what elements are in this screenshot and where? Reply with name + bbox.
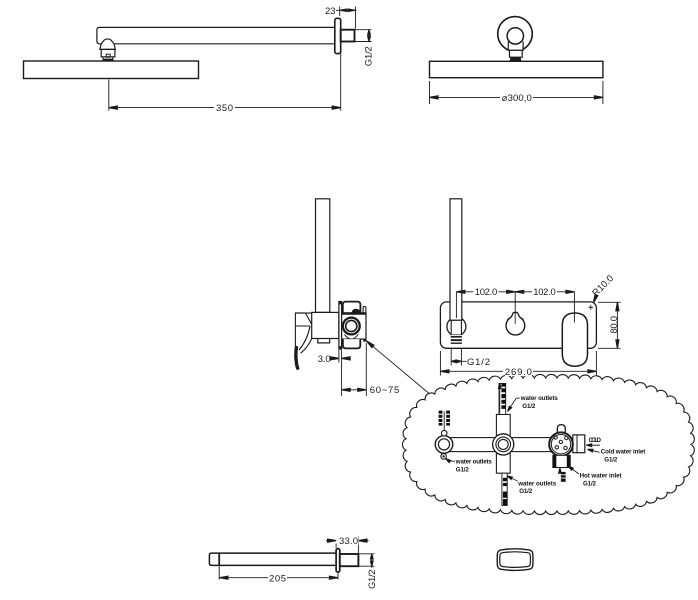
svg-text:COLD: COLD (589, 437, 602, 444)
svg-text:water outlets: water outlets (520, 395, 559, 402)
svg-text:G1/2: G1/2 (363, 46, 374, 66)
svg-text:G1/2: G1/2 (519, 488, 533, 495)
svg-text:350: 350 (216, 103, 233, 114)
svg-text:⌀300,0: ⌀300,0 (502, 93, 532, 104)
svg-text:23: 23 (325, 6, 336, 17)
svg-text:102.0: 102.0 (475, 287, 498, 298)
svg-text:Cold water inlet: Cold water inlet (601, 449, 646, 456)
svg-text:G1/2: G1/2 (583, 481, 597, 488)
svg-text:60~75: 60~75 (370, 385, 400, 396)
svg-text:water outlets: water outlets (455, 459, 493, 466)
svg-text:G1/2: G1/2 (367, 570, 378, 590)
svg-text:G1/2: G1/2 (522, 403, 536, 410)
svg-text:R10.0: R10.0 (590, 273, 616, 299)
svg-text:205: 205 (269, 573, 286, 584)
svg-text:G1/2: G1/2 (456, 467, 470, 474)
svg-text:Hot water inlet: Hot water inlet (580, 473, 622, 480)
svg-text:water outlets: water outlets (517, 480, 557, 487)
svg-text:33.0: 33.0 (339, 536, 358, 547)
svg-text:80.0: 80.0 (609, 316, 620, 334)
svg-text:G1/2: G1/2 (604, 457, 618, 464)
svg-text:3.0: 3.0 (318, 354, 331, 365)
svg-text:269.0: 269.0 (505, 367, 532, 378)
svg-text:G1/2: G1/2 (467, 357, 490, 368)
svg-text:102.0: 102.0 (533, 287, 556, 298)
